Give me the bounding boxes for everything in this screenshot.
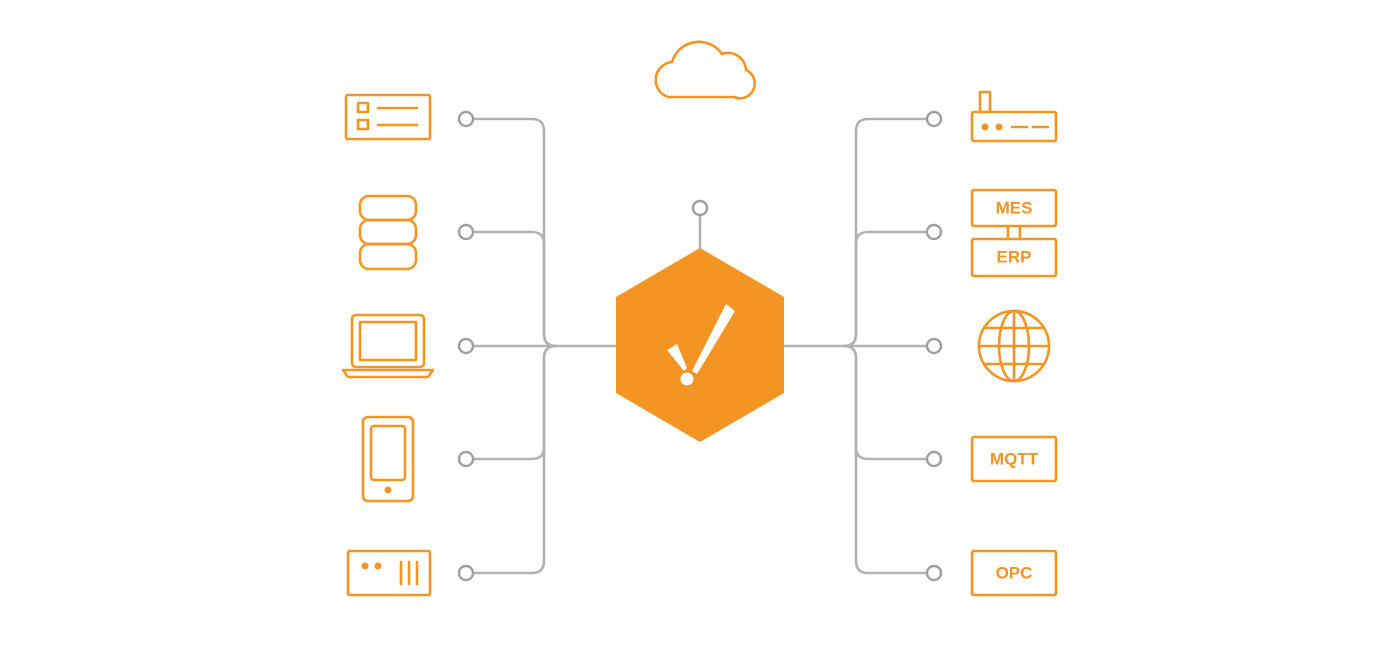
port-left-2 bbox=[457, 223, 475, 241]
opc-label: OPC bbox=[996, 563, 1033, 582]
dashboard-icon bbox=[344, 93, 432, 141]
mes-label: MES bbox=[996, 198, 1033, 217]
port-left-3 bbox=[457, 337, 475, 355]
hardware-device-icon bbox=[346, 549, 432, 597]
port-left-5 bbox=[457, 564, 475, 582]
opc-icon: OPC bbox=[970, 549, 1058, 597]
mobile-phone-icon bbox=[361, 415, 415, 503]
port-right-4 bbox=[925, 450, 943, 468]
right-connectors bbox=[782, 117, 928, 575]
port-left-4 bbox=[457, 450, 475, 468]
erp-box bbox=[970, 237, 1058, 278]
cloud-icon bbox=[654, 40, 756, 100]
mes-erp-icon: MES ERP bbox=[970, 188, 1058, 278]
erp-label: ERP bbox=[997, 247, 1032, 266]
port-right-5 bbox=[925, 564, 943, 582]
right-wire-2 bbox=[842, 230, 928, 348]
port-right-1 bbox=[925, 110, 943, 128]
ports bbox=[457, 110, 943, 582]
port-right-3 bbox=[925, 337, 943, 355]
globe-icon bbox=[977, 309, 1051, 383]
mes-box bbox=[970, 188, 1058, 228]
port-left-1 bbox=[457, 110, 475, 128]
hub-hexagon bbox=[616, 248, 784, 442]
left-wire-5 bbox=[472, 344, 558, 575]
port-right-2 bbox=[925, 223, 943, 241]
router-icon bbox=[970, 90, 1058, 143]
mqtt-label: MQTT bbox=[990, 449, 1039, 468]
left-connectors bbox=[472, 117, 618, 575]
central-hub bbox=[616, 248, 784, 442]
database-icon bbox=[358, 194, 418, 271]
left-wire-2 bbox=[472, 230, 558, 348]
laptop-icon bbox=[341, 313, 435, 379]
mqtt-icon: MQTT bbox=[970, 435, 1058, 483]
right-wire-5 bbox=[842, 344, 928, 575]
exclamation-mark-icon bbox=[667, 304, 735, 386]
port-top bbox=[691, 199, 709, 217]
